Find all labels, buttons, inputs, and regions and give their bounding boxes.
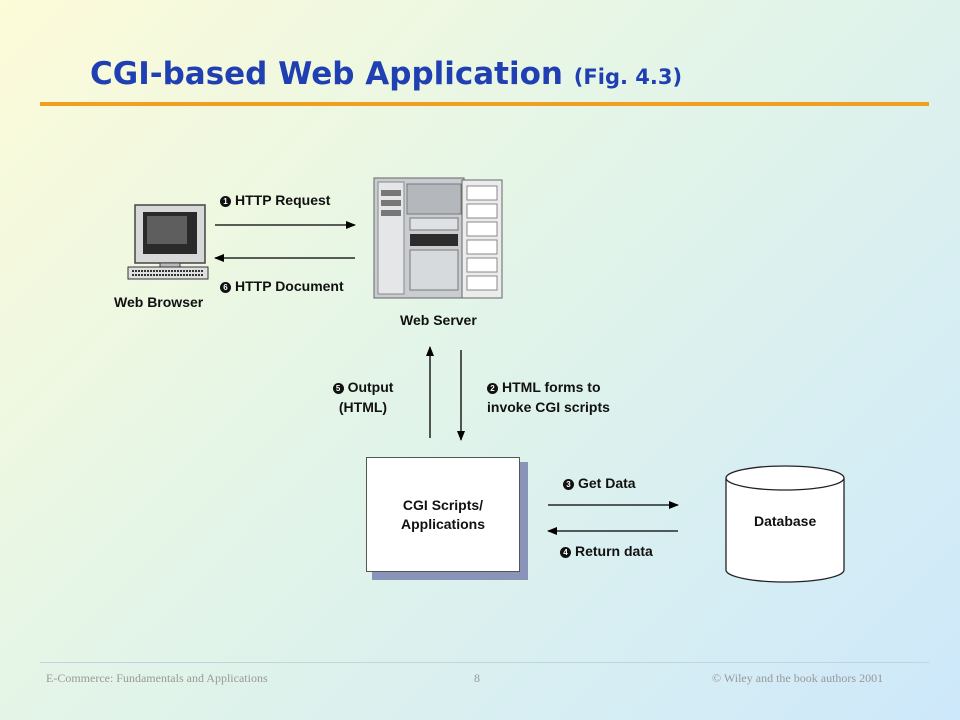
step-1-text: HTTP Request bbox=[235, 192, 331, 208]
computer-icon bbox=[127, 204, 209, 280]
step-3-label: 3 Get Data bbox=[563, 475, 636, 491]
footer-page-number: 8 bbox=[474, 671, 480, 685]
footer-copyright: © Wiley and the book authors 2001 bbox=[712, 671, 883, 686]
step-2-number: 2 bbox=[487, 383, 498, 394]
database-cylinder bbox=[725, 465, 845, 583]
title-figure-ref: (Fig. 4.3) bbox=[573, 65, 683, 89]
cgi-scripts-box: CGI Scripts/ Applications bbox=[366, 457, 520, 572]
cgi-label-line-1: CGI Scripts/ bbox=[402, 496, 484, 513]
step-5-line-2: (HTML) bbox=[338, 399, 388, 415]
step-4-text: Return data bbox=[575, 543, 653, 559]
cgi-box-label: CGI Scripts/ Applications bbox=[383, 496, 503, 534]
title-underline bbox=[40, 102, 929, 106]
step-4-label: 4 Return data bbox=[560, 543, 653, 559]
step-2-line-1: HTML forms to bbox=[502, 379, 601, 395]
step-1-label: 1 HTTP Request bbox=[220, 192, 330, 208]
footer-course-title: E-Commerce: Fundamentals and Application… bbox=[46, 671, 268, 685]
step-5-number: 5 bbox=[332, 383, 344, 394]
step-6-text: HTTP Document bbox=[235, 278, 344, 294]
step-2-label: 2 HTML forms to invoke CGI scripts bbox=[487, 377, 610, 417]
step-5-line-1: Output bbox=[347, 379, 394, 395]
web-browser-label: Web Browser bbox=[114, 294, 204, 310]
footer-copyright-text: Wiley and the book authors 2001 bbox=[723, 671, 884, 685]
step-3-number: 3 bbox=[563, 479, 574, 490]
step-6-label: 6 HTTP Document bbox=[220, 278, 344, 294]
server-icon bbox=[373, 177, 503, 299]
step-2-line-2: invoke CGI scripts bbox=[487, 399, 610, 415]
step-4-number: 4 bbox=[560, 547, 571, 558]
database-label: Database bbox=[754, 513, 817, 529]
step-3-text: Get Data bbox=[578, 475, 636, 491]
web-server-label: Web Server bbox=[400, 312, 477, 328]
footer-divider bbox=[40, 662, 929, 663]
title-main: CGI-based Web Application bbox=[90, 56, 563, 92]
cgi-label-line-2: Applications bbox=[400, 515, 485, 532]
step-1-number: 1 bbox=[220, 196, 231, 207]
copyright-icon: © bbox=[712, 671, 722, 685]
step-6-number: 6 bbox=[220, 282, 231, 293]
page-title: CGI-based Web Application (Fig. 4.3) bbox=[90, 56, 682, 92]
